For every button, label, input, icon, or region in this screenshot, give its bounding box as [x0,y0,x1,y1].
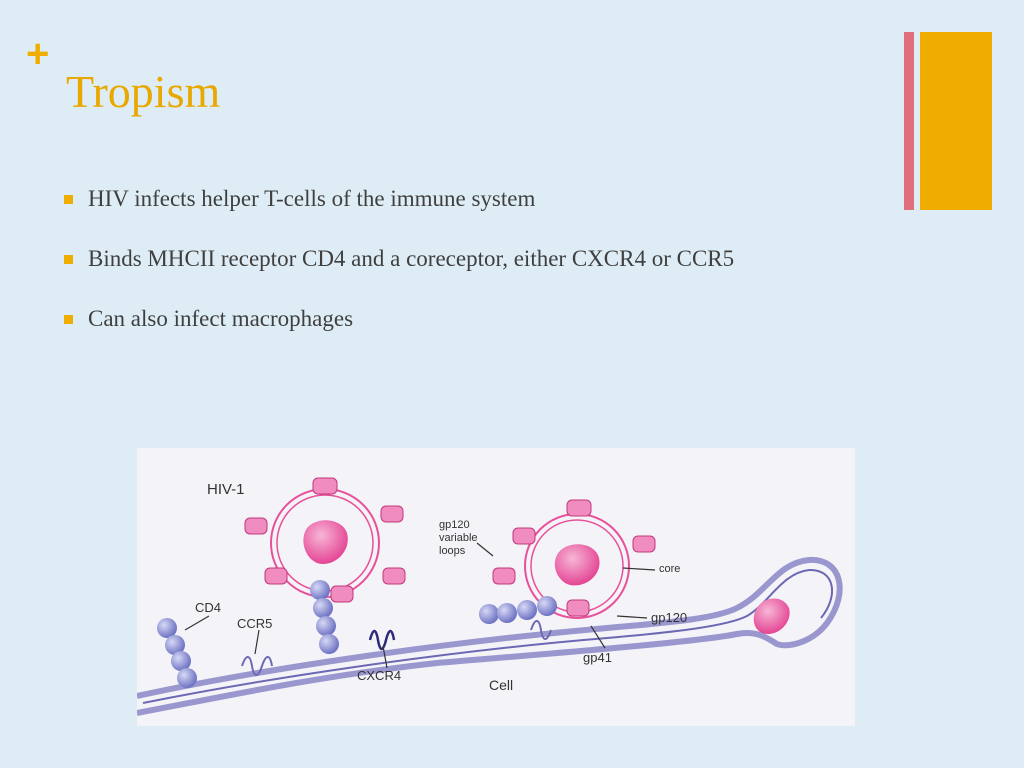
label-gp120-loops-3: loops [439,545,466,557]
hiv-entry-illustration: HIV-1 gp120 variable loops core gp120 gp… [137,477,843,716]
label-gp120-loops-2: variable [439,532,478,544]
bullet-text: Can also infect macrophages [88,306,354,331]
label-hiv-1: HIV-1 [207,481,245,498]
hiv-entry-diagram: HIV-1 gp120 variable loops core gp120 gp… [137,448,855,726]
bullet-text: HIV infects helper T-cells of the immune… [88,186,536,211]
hiv-virion-right [492,499,656,619]
bullet-text: Binds MHCII receptor CD4 and a corecepto… [88,246,735,271]
label-core: core [659,563,680,575]
bullet-square-icon [64,195,73,204]
ccr5-coreceptor [241,656,273,676]
cd4-receptor-horizontal [479,596,557,624]
bullet-item: HIV infects helper T-cells of the immune… [62,184,842,214]
bullet-square-icon [64,255,73,264]
bullet-item: Binds MHCII receptor CD4 and a corecepto… [62,244,842,274]
label-gp120-loops-1: gp120 [439,519,470,531]
label-gp120: gp120 [651,610,687,625]
decorative-gold-bar [920,32,992,210]
label-cxcr4: CXCR4 [357,668,401,683]
label-arrows [184,542,656,669]
label-cell: Cell [489,677,513,693]
slide-title: Tropism [66,66,221,117]
cd4-receptor-bound [310,580,339,654]
label-gp41: gp41 [583,650,612,665]
decorative-pink-bar [904,32,914,210]
inner-vesicle [753,598,790,634]
bullet-item: Can also infect macrophages [62,304,842,334]
cd4-receptor-free [157,618,197,688]
label-cd4: CD4 [195,600,221,615]
cxcr4-coreceptor [368,629,396,651]
hiv-virion-left [244,477,406,603]
label-ccr5: CCR5 [237,616,272,631]
bullet-list: HIV infects helper T-cells of the immune… [62,184,842,364]
coreceptor-bound [530,620,552,640]
bullet-square-icon [64,315,73,324]
plus-mark: + [26,32,50,76]
